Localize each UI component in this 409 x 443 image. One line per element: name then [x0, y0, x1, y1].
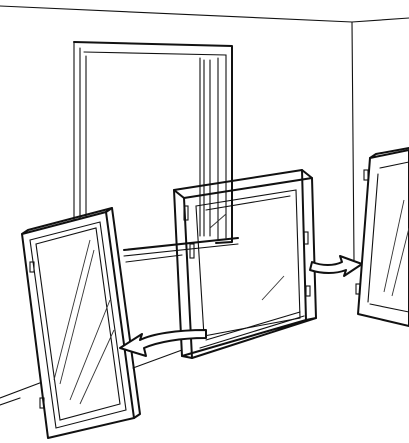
right-window-sash	[356, 148, 409, 326]
left-window-sash	[22, 208, 140, 438]
